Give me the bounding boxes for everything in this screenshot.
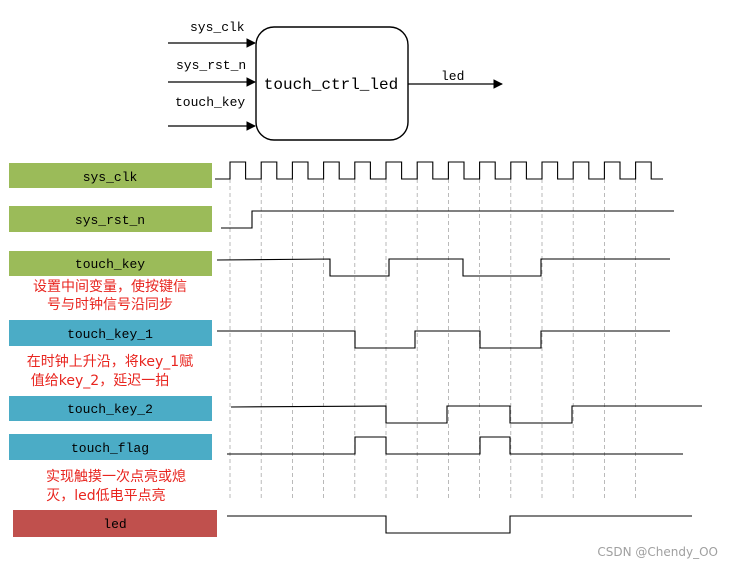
input-label-sys-rst-n: sys_rst_n [176, 58, 246, 73]
waveform-touch-key-1 [217, 330, 670, 349]
annotation-2-line2: 值给key_2，延迟一拍 [31, 373, 169, 389]
clock-edge-gridlines [229, 179, 636, 498]
signal-label-sys-rst-n: sys_rst_n [75, 213, 145, 228]
signal-label-touch-key-2: touch_key_2 [67, 402, 153, 417]
signal-label-touch-key: touch_key [75, 257, 145, 272]
output-label-led: led [441, 69, 464, 84]
watermark: CSDN @Chendy_OO [597, 545, 718, 559]
input-label-sys-clk: sys_clk [190, 20, 245, 35]
waveform-sys-rst-n [221, 210, 674, 229]
signal-box-touch-flag [9, 434, 212, 460]
signal-box-touch-key [9, 251, 212, 276]
signal-label-sys-clk: sys_clk [83, 170, 138, 185]
signal-labels: sys_clk sys_rst_n touch_key touch_key_1 … [9, 163, 217, 537]
signal-label-led: led [103, 517, 126, 532]
waveform-led [227, 515, 692, 534]
signal-label-touch-key-1: touch_key_1 [67, 327, 153, 342]
annotation-2-line1: 在时钟上升沿，将key_1赋 [27, 353, 193, 370]
waveform-touch-key-2 [230, 405, 702, 424]
signal-label-touch-flag: touch_flag [71, 441, 149, 456]
signal-box-touch-key-1 [9, 320, 212, 346]
signal-box-sys-rst-n [9, 206, 212, 232]
waveform-sys-clk [215, 161, 663, 180]
signal-box-led [13, 510, 217, 537]
annotation-1-line1: 设置中间变量，使按键信 [33, 278, 187, 295]
signal-box-sys-clk [9, 163, 212, 188]
waveform-touch-key [216, 258, 670, 277]
annotation-3-line1: 实现触摸一次点亮或熄 [46, 468, 186, 485]
waveforms [215, 161, 702, 534]
signal-box-touch-key-2 [9, 396, 212, 421]
waveform-touch-flag [227, 436, 683, 455]
annotation-1-line2: 号与时钟信号沿同步 [47, 296, 173, 313]
annotations: 设置中间变量，使按键信 号与时钟信号沿同步 在时钟上升沿，将key_1赋 值给k… [27, 278, 193, 504]
block-diagram: sys_clk sys_rst_n touch_key touch_ctrl_l… [168, 20, 503, 141]
input-label-touch-key: touch_key [175, 95, 245, 110]
annotation-3-line2: 灭，led低电平点亮 [46, 487, 165, 504]
module-name: touch_ctrl_led [264, 76, 398, 94]
